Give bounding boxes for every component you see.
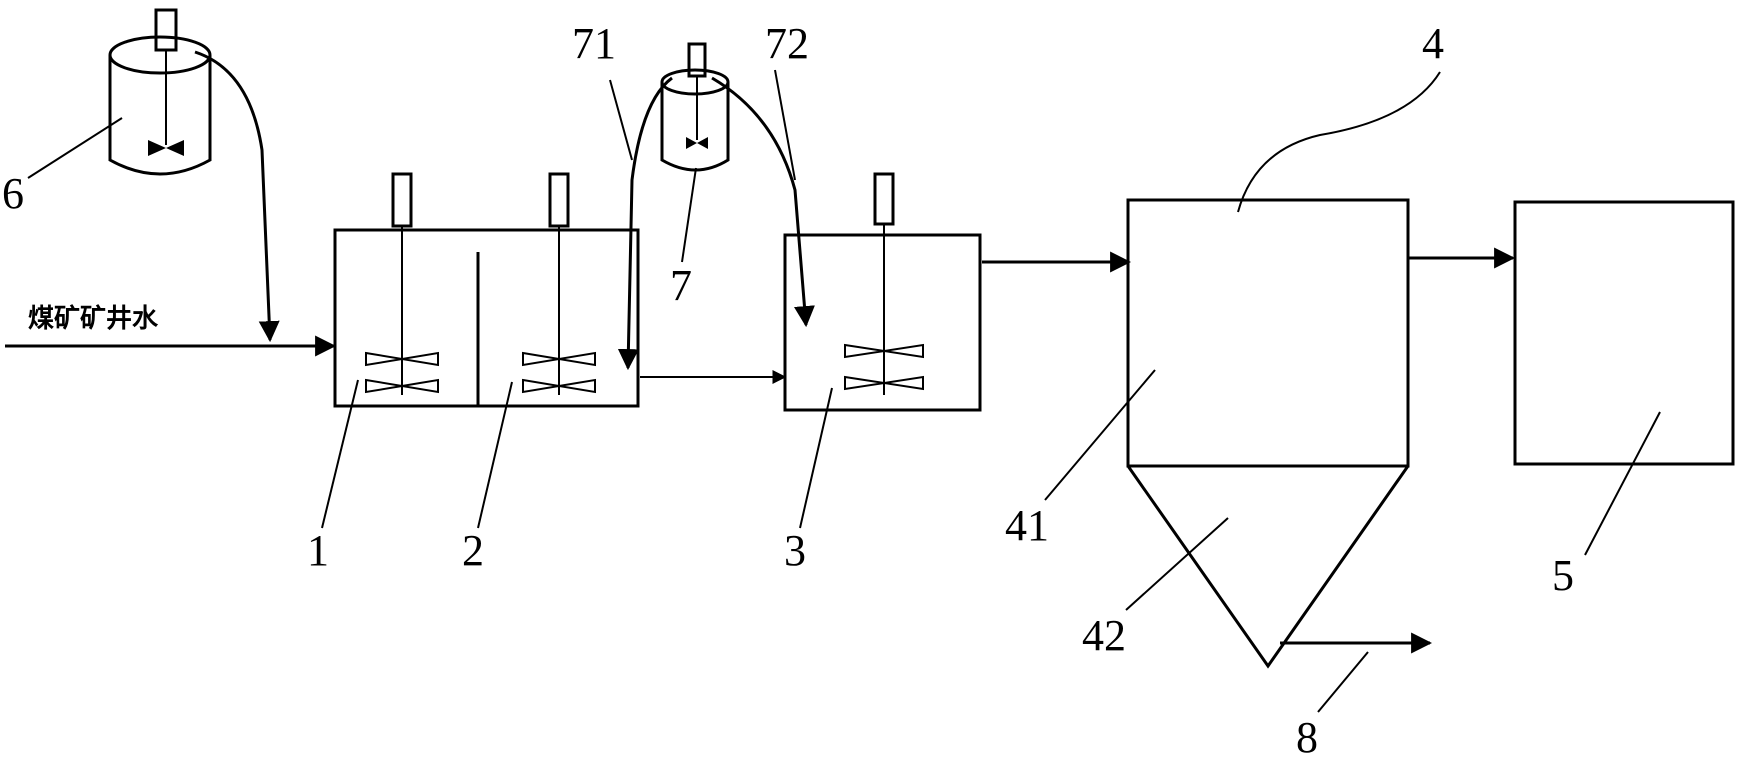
leader-72 (774, 69, 796, 181)
leader-6 (27, 117, 123, 179)
leader-4 (1237, 71, 1441, 213)
label-41: 41 (1005, 501, 1049, 550)
leader-8 (1317, 651, 1369, 713)
dosing-line-6 (194, 50, 280, 343)
label-72: 72 (765, 19, 809, 68)
tank-3 (783, 172, 982, 412)
label-6: 6 (2, 169, 24, 218)
label-4: 4 (1422, 19, 1444, 68)
dosing-line-71 (617, 76, 673, 371)
label-7: 7 (670, 261, 692, 310)
agitator-impeller-icon-7 (686, 137, 708, 149)
label-3: 3 (784, 526, 806, 575)
label-42: 42 (1082, 611, 1126, 660)
leader-7 (681, 167, 697, 263)
leader-2 (477, 381, 513, 529)
dosing-line-72 (711, 76, 815, 328)
dosing-tank-6 (108, 8, 212, 176)
label-71: 71 (572, 19, 616, 68)
inlet-label: 煤矿矿井水 (28, 303, 159, 334)
leader-71 (609, 79, 633, 161)
leader-42 (1125, 517, 1229, 611)
label-8: 8 (1296, 713, 1318, 759)
label-1: 1 (307, 526, 329, 575)
label-5: 5 (1552, 551, 1574, 600)
tank-5 (1513, 200, 1735, 466)
tanks-1-2 (333, 172, 640, 408)
dosing-tank-7 (660, 42, 730, 172)
clarifier-4 (1126, 198, 1410, 669)
agitator-impeller-icon (148, 140, 184, 156)
leader-5 (1584, 411, 1661, 556)
leader-3 (799, 387, 833, 529)
leader-41 (1044, 369, 1156, 501)
label-2: 2 (462, 526, 484, 575)
leader-1 (321, 379, 359, 529)
